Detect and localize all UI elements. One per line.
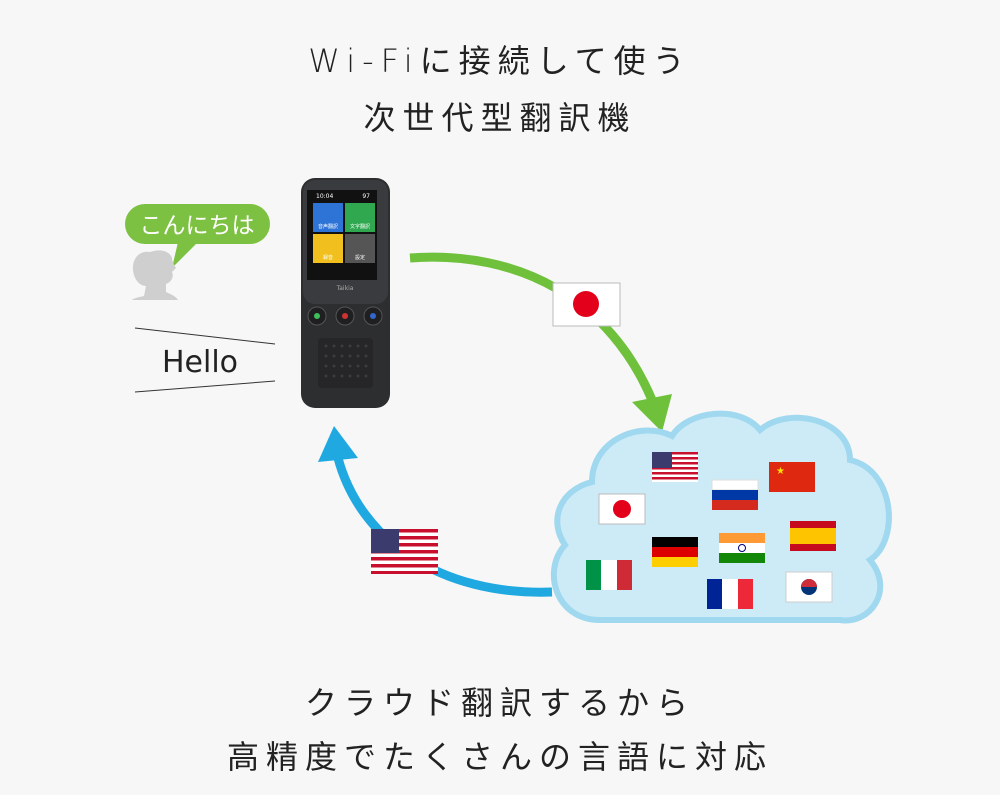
cloud-russia-flag-icon	[711, 479, 759, 510]
tile-text-translate: 文字翻訳	[350, 223, 370, 230]
title-line-2: 次世代型翻訳機	[363, 99, 637, 137]
person-silhouette-icon	[132, 250, 178, 300]
cloud-italy-flag-icon	[586, 560, 632, 590]
cloud-korea-flag-icon	[785, 571, 833, 603]
tile-record: 録音	[323, 254, 333, 261]
svg-text:★: ★	[776, 466, 785, 477]
cloud-india-flag-icon	[719, 533, 765, 563]
cloud-spain-flag-icon	[790, 521, 836, 551]
cloud-japan-flag-icon	[598, 493, 646, 525]
translator-device: 10:04 97 音声翻訳 文字翻訳 録音 設定 Taikia	[301, 178, 390, 408]
usa-flag-icon	[371, 529, 438, 574]
title-line-1: Wi-Fiに接続して使う	[308, 42, 692, 80]
footer-line-1: クラウド翻訳するから	[304, 684, 695, 722]
speech-bubble: こんにちは	[125, 204, 270, 268]
upload-arrow	[409, 252, 672, 432]
bubble-text: こんにちは	[140, 213, 255, 239]
device-time: 10:04	[316, 193, 333, 200]
output-text-group: Hello	[134, 327, 276, 393]
cloud-china-flag-icon: ★	[769, 462, 815, 492]
tile-settings: 設定	[355, 254, 365, 261]
device-battery: 97	[362, 193, 370, 200]
tile-voice-translate: 音声翻訳	[318, 223, 338, 230]
cloud-usa-flag-icon	[652, 452, 698, 482]
japan-flag-icon	[552, 282, 621, 327]
footer-line-2: 高精度でたくさんの言語に対応	[226, 738, 773, 776]
cloud-france-flag-icon	[707, 579, 753, 609]
cloud-germany-flag-icon	[652, 537, 698, 567]
hello-text: Hello	[162, 345, 238, 380]
device-brand: Taikia	[336, 285, 354, 292]
